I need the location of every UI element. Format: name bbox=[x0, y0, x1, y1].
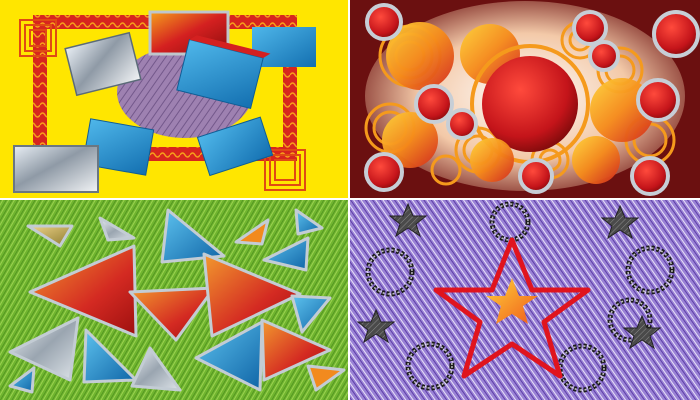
rectangles-panel bbox=[0, 0, 348, 198]
stars-panel bbox=[350, 200, 700, 400]
rectangles-art bbox=[0, 0, 348, 198]
triangles-panel bbox=[0, 200, 348, 400]
circles-art bbox=[350, 0, 700, 198]
triangles-art bbox=[0, 200, 348, 400]
circles-panel bbox=[350, 0, 700, 198]
stars-art bbox=[350, 200, 700, 400]
